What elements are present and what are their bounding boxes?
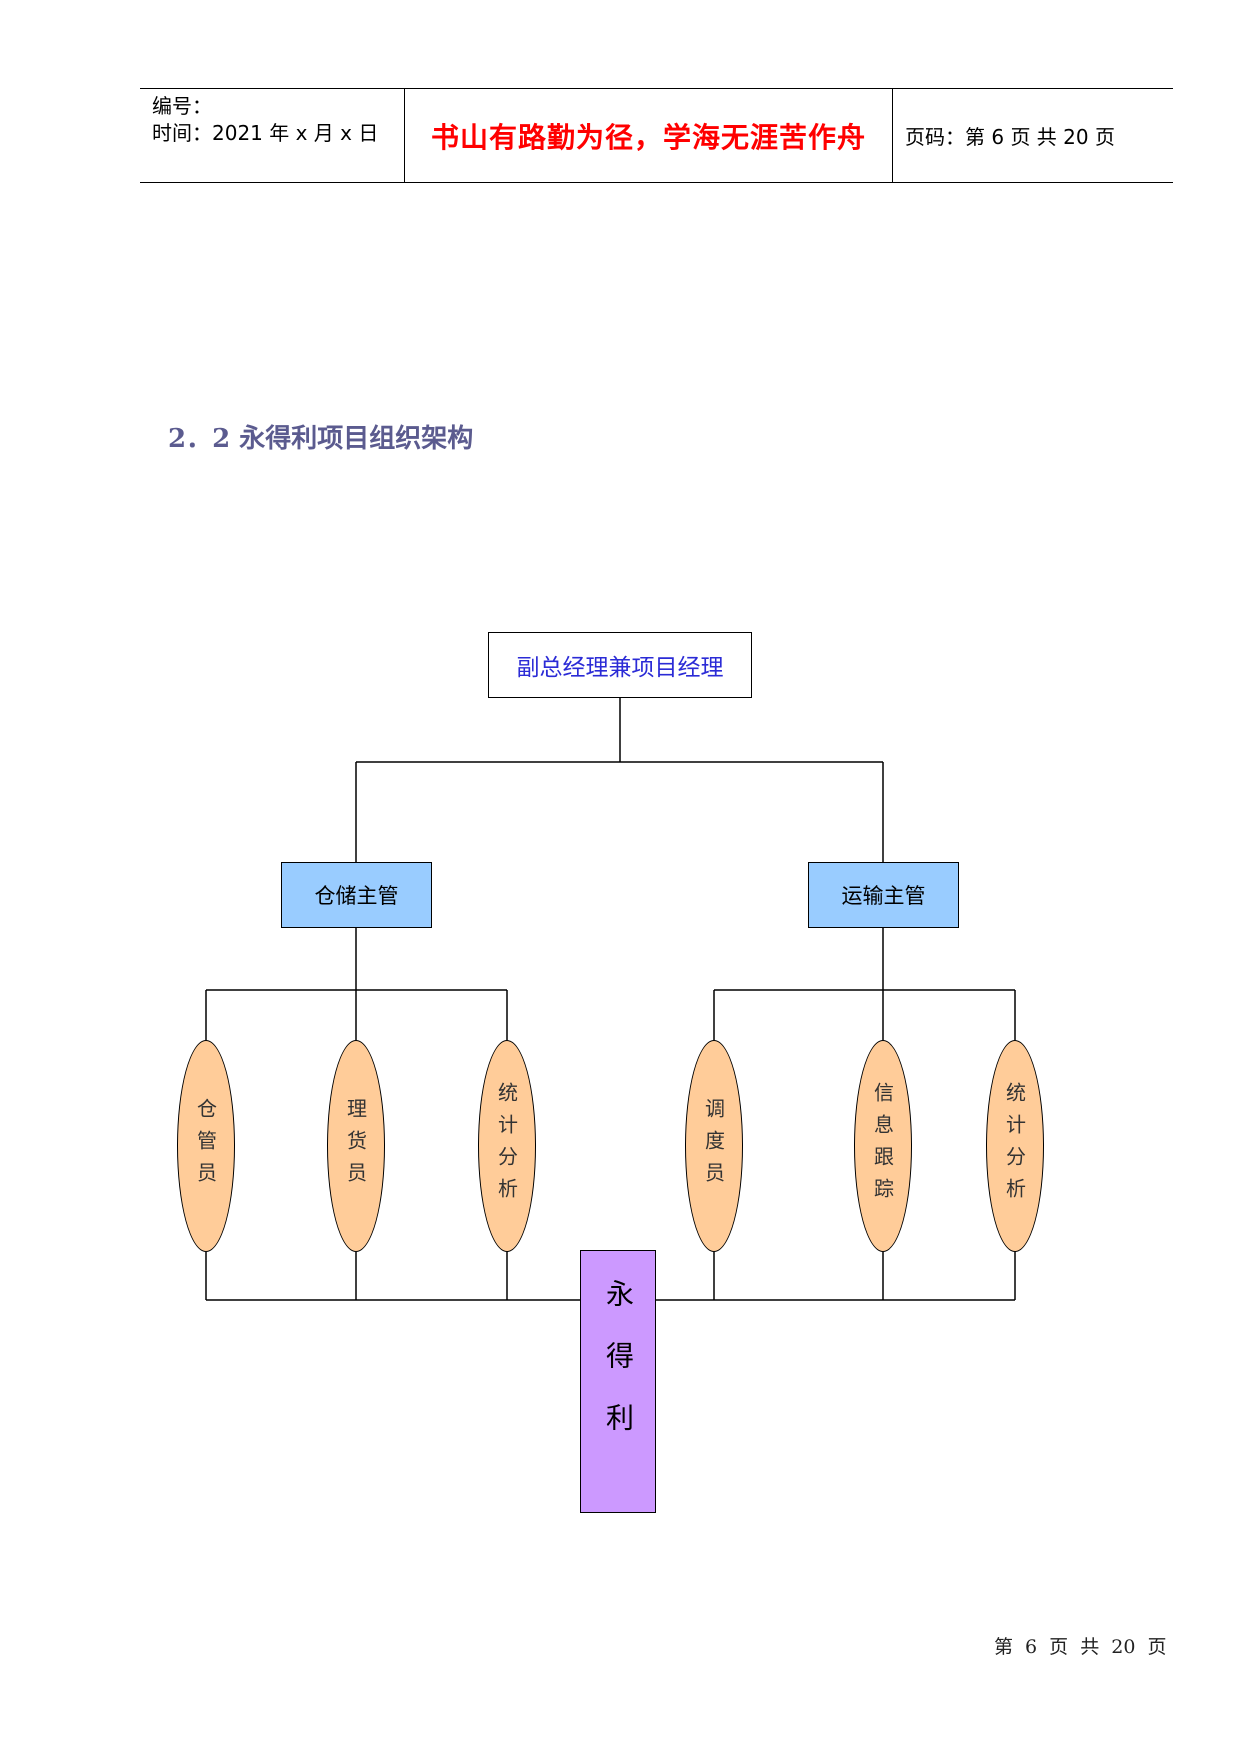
org-node-transport-supervisor: 运输主管 [808, 862, 959, 928]
staff-label: 统计分析 [494, 1082, 519, 1210]
header-motto-cell: 书山有路勤为径，学海无涯苦作舟 [404, 89, 893, 182]
org-node-staff: 信息跟踪 [854, 1040, 912, 1252]
org-node-top-label: 副总经理兼项目经理 [516, 655, 724, 681]
org-node-storage-supervisor: 仓储主管 [281, 862, 432, 928]
number-label: 编号： [152, 94, 212, 118]
staff-label: 调度员 [701, 1098, 726, 1194]
page-footer: 第 6 页 共 20 页 [994, 1636, 1167, 1658]
section-title: 2．2 永得利项目组织架构 [168, 424, 474, 454]
staff-label: 仓管员 [193, 1098, 218, 1194]
org-node-staff: 调度员 [685, 1040, 743, 1252]
staff-label: 统计分析 [1002, 1082, 1027, 1210]
org-node-staff: 统计分析 [986, 1040, 1044, 1252]
storage-supervisor-label: 仓储主管 [314, 884, 399, 908]
time-label: 时间：2021 年 x 月 x 日 [152, 121, 379, 145]
staff-label: 理货员 [343, 1098, 368, 1194]
org-node-top: 副总经理兼项目经理 [488, 632, 752, 698]
staff-label: 信息跟踪 [870, 1082, 895, 1210]
header-page-cell: 页码：第 6 页 共 20 页 [893, 89, 1173, 182]
motto: 书山有路勤为径，学海无涯苦作舟 [430, 120, 866, 154]
transport-supervisor-label: 运输主管 [841, 884, 926, 908]
header-meta: 编号： 时间：2021 年 x 月 x 日 [140, 89, 404, 182]
org-node-staff: 仓管员 [177, 1040, 235, 1252]
document-header: 编号： 时间：2021 年 x 月 x 日 书山有路勤为径，学海无涯苦作舟 页码… [140, 88, 1173, 183]
org-node-staff: 理货员 [327, 1040, 385, 1252]
org-node-center: 永得利 [580, 1250, 656, 1513]
org-node-staff: 统计分析 [478, 1040, 536, 1252]
page-label: 页码：第 6 页 共 20 页 [905, 125, 1115, 149]
center-label: 永得利 [602, 1279, 635, 1465]
